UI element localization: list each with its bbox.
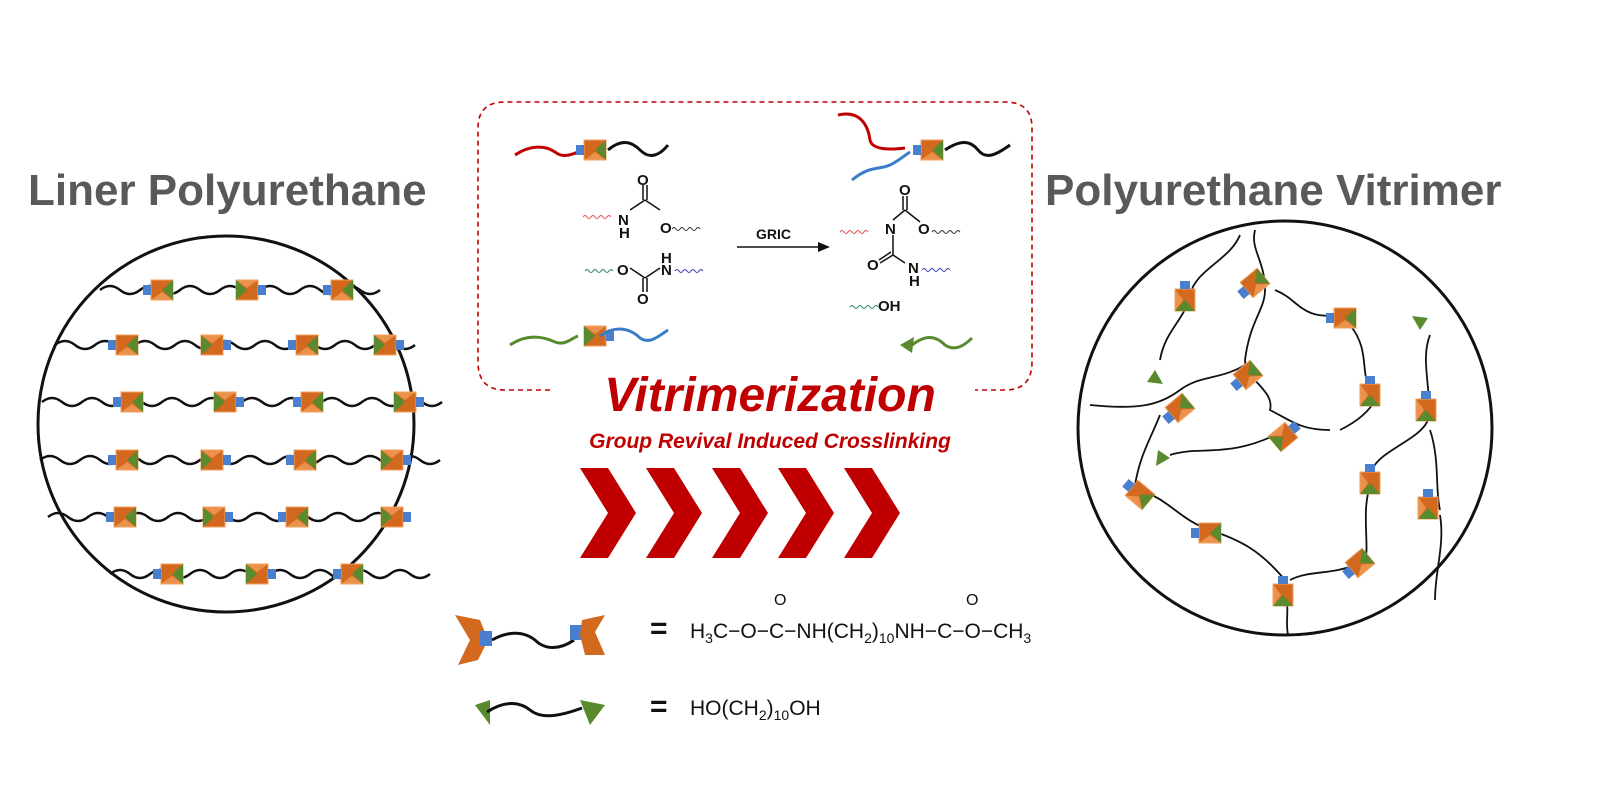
atom-h: H [909, 273, 920, 290]
atom-h: H [619, 225, 630, 242]
urethane-unit-icon [107, 449, 139, 471]
urethane-unit-icon [322, 279, 354, 301]
urethane-unit-icon [575, 139, 607, 161]
urethane-unit-icon [142, 279, 174, 301]
crosslink-unit-icon [1359, 463, 1381, 495]
chain-end-icon [1147, 370, 1163, 384]
linear-chains [39, 279, 443, 585]
crosslink-unit-icon [1338, 547, 1376, 584]
urethane-unit-icon [380, 506, 412, 528]
urethane-unit-icon [287, 334, 319, 356]
legend-diurethane-icon [455, 615, 605, 665]
polymer-chain [39, 454, 441, 466]
atom-o: O [867, 257, 879, 274]
urethane-unit-icon [380, 449, 412, 471]
crosslink-unit-icon [1174, 280, 1196, 312]
urethane-unit-icon [583, 325, 615, 347]
atom-n: N [618, 212, 629, 229]
diol-formula: HO(CH2)10OH [690, 697, 821, 724]
diurethane-formula: H3C−O−C−NH(CH2)10NH−C−O−CH3 [690, 620, 1032, 647]
carbonyl-o: O [774, 592, 787, 609]
left-title: Liner Polyurethane [28, 166, 427, 215]
carbonyl-o: O [966, 592, 979, 609]
network-chains [1089, 229, 1443, 636]
chevron-icon [712, 468, 768, 558]
urethane-unit-icon [332, 563, 364, 585]
atom-o: O [637, 291, 649, 308]
urethane-unit-icon [393, 391, 425, 413]
crosslink-unit-icon [1272, 575, 1294, 607]
legend-diol-icon [475, 700, 605, 725]
network-units [1118, 267, 1439, 607]
chain-end-icon [1156, 450, 1170, 466]
chevron-arrows [580, 468, 900, 558]
equals-sign: = [650, 690, 668, 723]
urethane-unit-icon [107, 334, 139, 356]
equals-sign: = [650, 612, 668, 645]
crosslink-unit-icon [1417, 488, 1439, 520]
linear-polyurethane-circle [36, 234, 443, 614]
urethane-unit-icon [235, 279, 267, 301]
crosslink-unit-icon [1118, 474, 1156, 511]
crosslink-unit-icon [1226, 359, 1264, 396]
chevron-icon [844, 468, 900, 558]
crosslink-unit-icon [1267, 416, 1305, 453]
urethane-unit-icon [202, 506, 234, 528]
urethane-unit-icon [152, 563, 184, 585]
crosslink-unit-icon [1359, 375, 1381, 407]
urethane-unit-icon [105, 506, 137, 528]
crosslink-unit-icon [1325, 307, 1357, 329]
urethane-unit-icon [200, 449, 232, 471]
crosslink-unit-icon [912, 139, 944, 161]
crosslink-unit-icon [1415, 390, 1437, 422]
atom-n: N [661, 262, 672, 279]
atom-o: O [899, 182, 911, 199]
reaction-label: GRIC [756, 226, 791, 242]
urethane-unit-icon [213, 391, 245, 413]
atom-h: H [661, 250, 672, 267]
reaction-arrow-icon [818, 242, 830, 252]
atom-o: O [637, 172, 649, 189]
chevron-icon [778, 468, 834, 558]
atom-o: O [660, 220, 672, 237]
chevron-icon [646, 468, 702, 558]
chain-end-icon [1412, 316, 1428, 330]
byproduct-oh: OH [878, 298, 901, 315]
chevron-icon [580, 468, 636, 558]
vitrimer-network-circle [1076, 219, 1494, 637]
reaction-scheme-box [477, 101, 1033, 391]
vitrimerization-heading: Vitrimerization [604, 369, 936, 422]
urethane-unit-icon [200, 334, 232, 356]
atom-n: N [885, 221, 896, 238]
atom-o: O [918, 221, 930, 238]
atom-o: O [617, 262, 629, 279]
urethane-unit-icon [292, 391, 324, 413]
diol-end-icon [900, 337, 914, 353]
urethane-unit-icon [277, 506, 309, 528]
atom-n: N [908, 260, 919, 277]
crosslink-unit-icon [1190, 522, 1222, 544]
urethane-unit-icon [112, 391, 144, 413]
urethane-unit-icon [245, 563, 277, 585]
gric-subheading: Group Revival Induced Crosslinking [589, 430, 951, 453]
right-title: Polyurethane Vitrimer [1045, 166, 1502, 215]
urethane-unit-icon [285, 449, 317, 471]
